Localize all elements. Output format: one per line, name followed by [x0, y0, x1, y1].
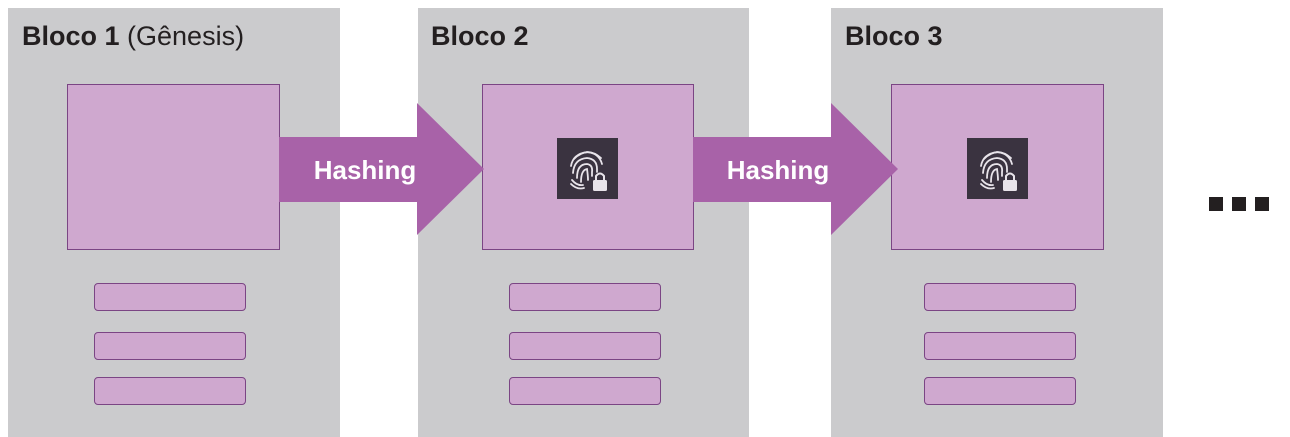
block-1-title-bold: Bloco 1 — [22, 21, 120, 51]
block-3-title: Bloco 3 — [845, 21, 943, 52]
fingerprint-lock-icon — [557, 138, 618, 199]
block-3-line-item — [924, 332, 1076, 360]
fingerprint-lock-icon — [967, 138, 1028, 199]
ellipsis-dot — [1209, 197, 1223, 211]
block-2: Bloco 2 — [418, 8, 749, 437]
hashing-arrow-2-label: Hashing — [726, 155, 830, 185]
block-1-title-subtitle: (Gênesis) — [119, 21, 245, 51]
block-3-line-item — [924, 283, 1076, 311]
block-2-line-item — [509, 283, 661, 311]
block-2-title-bold: Bloco 2 — [431, 21, 529, 51]
block-1-line-item — [94, 283, 246, 311]
hashing-arrow-1 — [279, 103, 484, 235]
block-1-title: Bloco 1 (Gênesis) — [22, 21, 244, 52]
block-1-line-item — [94, 377, 246, 405]
block-1-data-square — [67, 84, 280, 250]
continuation-ellipsis — [1209, 197, 1269, 211]
hashing-arrow-1-label: Hashing — [313, 155, 417, 185]
block-3-line-item — [924, 377, 1076, 405]
block-3-title-bold: Bloco 3 — [845, 21, 943, 51]
block-3: Bloco 3 — [831, 8, 1163, 437]
block-1-line-item — [94, 332, 246, 360]
hashing-arrow-2 — [693, 103, 898, 235]
block-2-title: Bloco 2 — [431, 21, 529, 52]
block-2-line-item — [509, 377, 661, 405]
block-2-line-item — [509, 332, 661, 360]
ellipsis-dot — [1255, 197, 1269, 211]
ellipsis-dot — [1232, 197, 1246, 211]
